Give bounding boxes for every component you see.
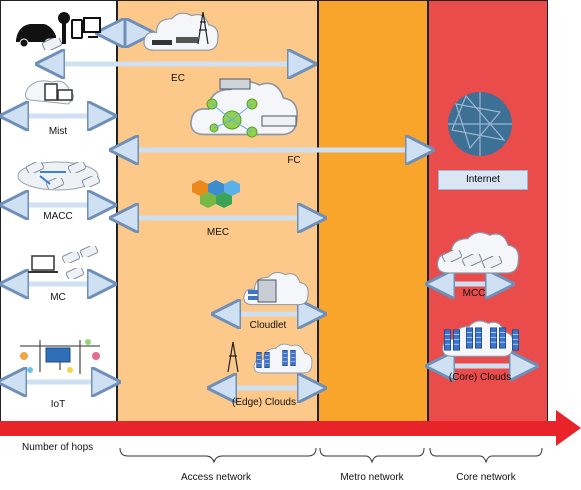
network-braces (119, 447, 543, 464)
fc-cloud (190, 78, 298, 138)
metro-brace (319, 447, 425, 464)
cloudlet-icon (243, 271, 309, 306)
hops-label: Number of hops (22, 442, 94, 453)
mec-label: MEC (206, 227, 230, 238)
parking-meter-icon (58, 12, 70, 44)
mcc-cloud-icon (436, 231, 520, 274)
core-clouds-icon (441, 320, 519, 358)
mc-devices-icon (28, 246, 98, 279)
network-globe-icon (448, 92, 512, 156)
hops-arrow (0, 410, 581, 446)
access-network-label: Access network (180, 472, 252, 483)
core-brace (429, 447, 543, 464)
mec-hexagon-icon (192, 180, 240, 208)
macc-label: MACC (43, 211, 73, 222)
smart-grid-icon (20, 339, 100, 374)
edge-clouds-icon (227, 341, 313, 374)
macc-devices-icon (17, 161, 100, 191)
edge-clouds-label: (Edge) Clouds (232, 397, 296, 408)
access-brace (119, 447, 317, 464)
ec-cloud (143, 11, 219, 51)
internet-box: Internet (438, 170, 528, 190)
mcc-label: MCC (462, 288, 486, 299)
ec-label: EC (171, 73, 185, 84)
core-clouds-label: (Core) Clouds (448, 372, 512, 383)
fc-label: FC (287, 155, 301, 166)
core-network-label: Core network (456, 472, 516, 483)
mist-label: Mist (48, 126, 68, 137)
metro-network-label: Metro network (340, 472, 404, 483)
smartphone-icon (71, 19, 83, 39)
mist-devices-icon (24, 80, 74, 105)
iot-label: IoT (50, 399, 66, 410)
cloudlet-label: Cloudlet (249, 320, 287, 331)
mc-label: MC (50, 292, 66, 303)
range-arrows (12, 33, 524, 388)
laptop-icon (83, 17, 101, 38)
